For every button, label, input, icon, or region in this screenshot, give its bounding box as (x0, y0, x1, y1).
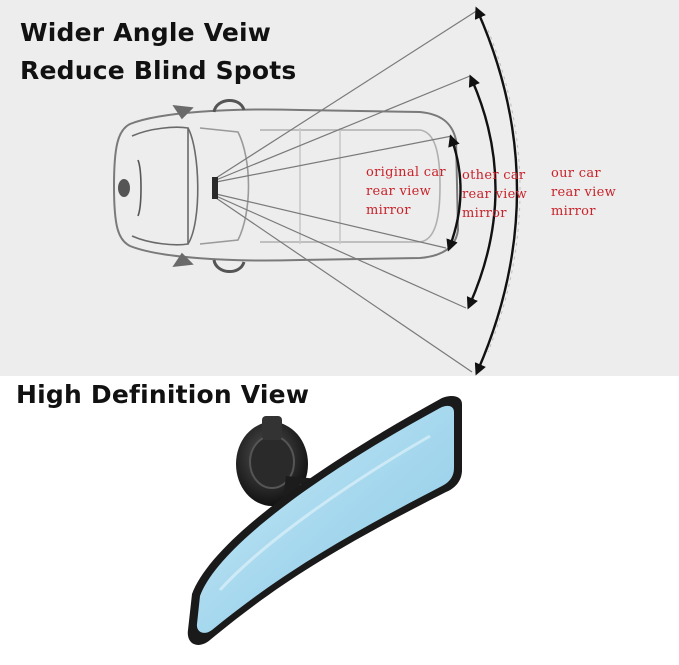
car-top-view-icon (112, 99, 460, 273)
blind-spots-title: Reduce Blind Spots (20, 56, 297, 85)
wider-angle-title: Wider Angle Veiw (20, 18, 272, 47)
our-mirror-label: our car rear view mirror (551, 166, 617, 219)
view-lines (212, 9, 479, 373)
view-arrow-icon (446, 6, 519, 376)
hd-view-title: High Definition View (16, 380, 310, 409)
other-mirror-label: other car rear view mirror (462, 168, 528, 221)
rear-view-mirror-illustration (187, 396, 462, 645)
product-panel: High Definition View (0, 376, 679, 665)
mirror-body (187, 396, 462, 645)
viewing-angle-diagram: Wider Angle Veiw Reduce Blind Spots orig… (0, 0, 679, 376)
original-mirror-label: original car rear view mirror (366, 165, 446, 218)
viewing-angle-illustration (112, 6, 521, 376)
